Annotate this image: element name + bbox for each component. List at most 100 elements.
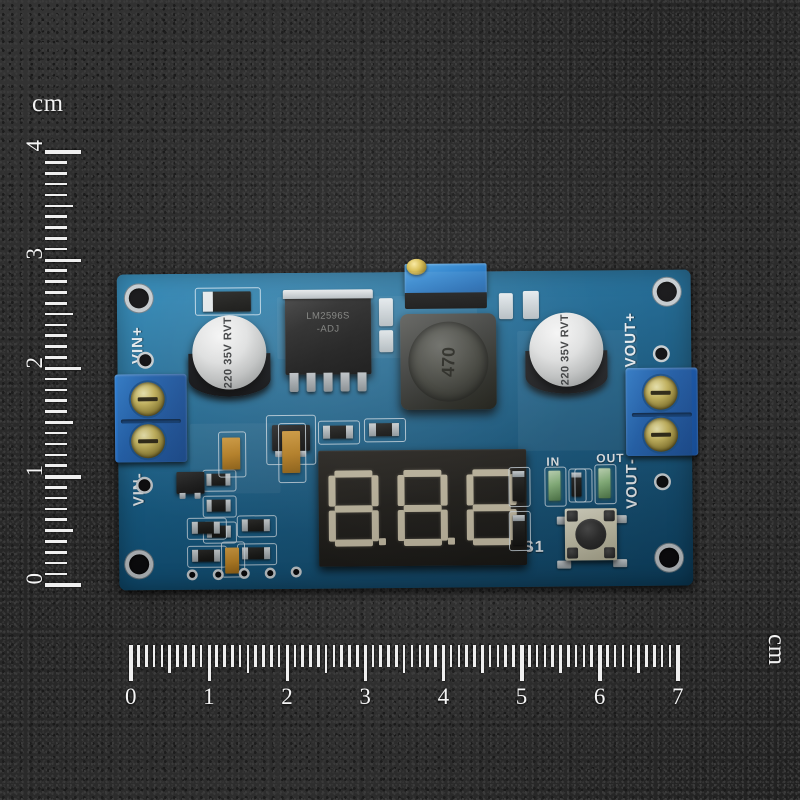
input-cap-voltage: 35V (222, 343, 235, 365)
ic-marking-line2: -ADJ (316, 323, 340, 335)
horizontal-ruler-minor-tick (426, 645, 429, 667)
digit3-segment-e (466, 509, 474, 541)
digit2-segment-f (397, 475, 405, 507)
horizontal-ruler-minor-tick (199, 645, 203, 667)
horizontal-ruler-major-tick (207, 645, 211, 681)
voltmeter-display (318, 448, 528, 567)
vertical-ruler-minor-tick (45, 529, 73, 532)
ic-pin-3 (323, 372, 333, 392)
smd-resistor-r13 (368, 423, 400, 437)
potentiometer-body (404, 292, 487, 309)
horizontal-ruler-minor-tick (340, 645, 343, 667)
horizontal-ruler-number: 3 (359, 684, 371, 709)
r8-end-left (512, 470, 525, 478)
r4-end-right (213, 549, 221, 562)
horizontal-ruler-minor-tick (316, 645, 320, 667)
output-cap-value: 220 (559, 365, 573, 386)
horizontal-ruler-minor-tick (387, 645, 390, 667)
smd-tantalum-c1 (222, 437, 241, 470)
horizontal-ruler-minor-tick (527, 645, 531, 667)
inductor-marking: 470 (437, 346, 459, 377)
switch-pin-br (604, 547, 616, 559)
via-vin-plus (139, 354, 152, 367)
horizontal-ruler-minor-tick (496, 645, 500, 667)
via-row-5 (293, 568, 300, 575)
horizontal-ruler-minor-tick (488, 645, 492, 667)
smd-tantalum-c3 (225, 547, 240, 574)
q2-leg-1 (179, 492, 186, 499)
horizontal-ruler-minor-tick (434, 645, 437, 667)
horizontal-ruler-minor-tick (512, 645, 515, 667)
horizontal-ruler-number: 6 (593, 684, 606, 709)
q2-leg-2 (194, 492, 201, 499)
digit2-segment-d (403, 538, 443, 547)
horizontal-ruler-minor-tick (309, 645, 312, 667)
silk-vout-minus: VOUT- (623, 457, 641, 509)
mounting-hole-bottom-right (659, 547, 680, 568)
vertical-ruler-minor-tick (45, 540, 67, 543)
smd-resistor-r12 (322, 425, 354, 439)
digit1-segment-c (371, 510, 379, 542)
output-terminal-block[interactable] (625, 367, 699, 457)
d1-cathode-band (202, 291, 213, 312)
smd-resistor-r2 (206, 499, 231, 512)
mounting-hole-top-right (656, 281, 677, 302)
vertical-ruler-minor-tick (45, 442, 67, 446)
input-terminal-screw-positive[interactable] (130, 382, 165, 417)
horizontal-ruler-minor-tick (324, 645, 328, 673)
ic-pin-4 (340, 372, 350, 392)
input-terminal-screw-negative[interactable] (130, 424, 166, 459)
input-cap-value: 220 (222, 368, 236, 389)
horizontal-ruler-minor-tick (637, 645, 640, 673)
horizontal-ruler-minor-tick (238, 645, 242, 667)
pad-top-right-1 (498, 293, 514, 320)
vertical-ruler-major-tick (45, 583, 81, 587)
horizontal-ruler-minor-tick (348, 645, 351, 667)
horizontal-ruler-minor-tick (629, 645, 633, 667)
horizontal-ruler-minor-tick (191, 645, 195, 667)
trimmer-potentiometer[interactable] (404, 258, 487, 309)
power-inductor: 470 (399, 313, 497, 411)
input-terminal-block[interactable] (114, 373, 188, 463)
smd-diode-d1 (202, 291, 251, 312)
switch-button-cap[interactable] (575, 518, 607, 551)
tact-switch-s1[interactable] (564, 508, 618, 561)
vertical-ruler-minor-tick (45, 247, 67, 251)
output-terminal-slot (631, 412, 693, 418)
digit1-segment-d (334, 539, 374, 547)
r9-end-left (512, 514, 525, 522)
r4-end-left (192, 549, 199, 562)
output-terminal-screw-positive[interactable] (643, 375, 678, 410)
vertical-ruler-minor-tick (45, 237, 67, 240)
via-row-3 (241, 570, 248, 577)
horizontal-ruler-minor-tick (262, 645, 265, 667)
r7-end-right (263, 519, 270, 532)
horizontal-ruler-major-tick (676, 645, 680, 681)
digit1-segment-g (334, 505, 373, 513)
switch-leg-bottom-right (613, 559, 628, 568)
vertical-ruler-unit-label: cm (32, 90, 64, 117)
digit2-segment-a (403, 469, 442, 478)
digit2-segment-e (397, 510, 405, 542)
output-terminal-screw-negative[interactable] (643, 417, 679, 452)
digit1-segment-e (328, 510, 336, 542)
r5-end-right (263, 547, 271, 560)
horizontal-ruler-minor-tick (152, 645, 156, 667)
smd-resistor-r5 (242, 547, 271, 560)
switch-leg-bottom-left (557, 560, 572, 569)
pcb-board: VIN+ VIN- VOUT+ VOUT- IN OUT S1 220 35V (114, 258, 699, 591)
horizontal-ruler-minor-tick (481, 645, 484, 673)
r6-end-left (191, 521, 199, 534)
vertical-ruler-minor-tick (45, 312, 73, 316)
horizontal-ruler-major-tick (285, 645, 290, 681)
vertical-ruler-minor-tick (45, 334, 67, 338)
pad-top-mid-1 (378, 298, 394, 327)
horizontal-ruler-number: 0 (125, 684, 137, 709)
horizontal-ruler-minor-tick (176, 645, 179, 667)
switch-pin-bl (567, 547, 579, 559)
ic-pin-5 (357, 372, 367, 392)
vertical-ruler-minor-tick (45, 431, 67, 435)
vertical-ruler-minor-tick (45, 377, 67, 381)
potentiometer-adjust-screw[interactable] (406, 258, 427, 275)
